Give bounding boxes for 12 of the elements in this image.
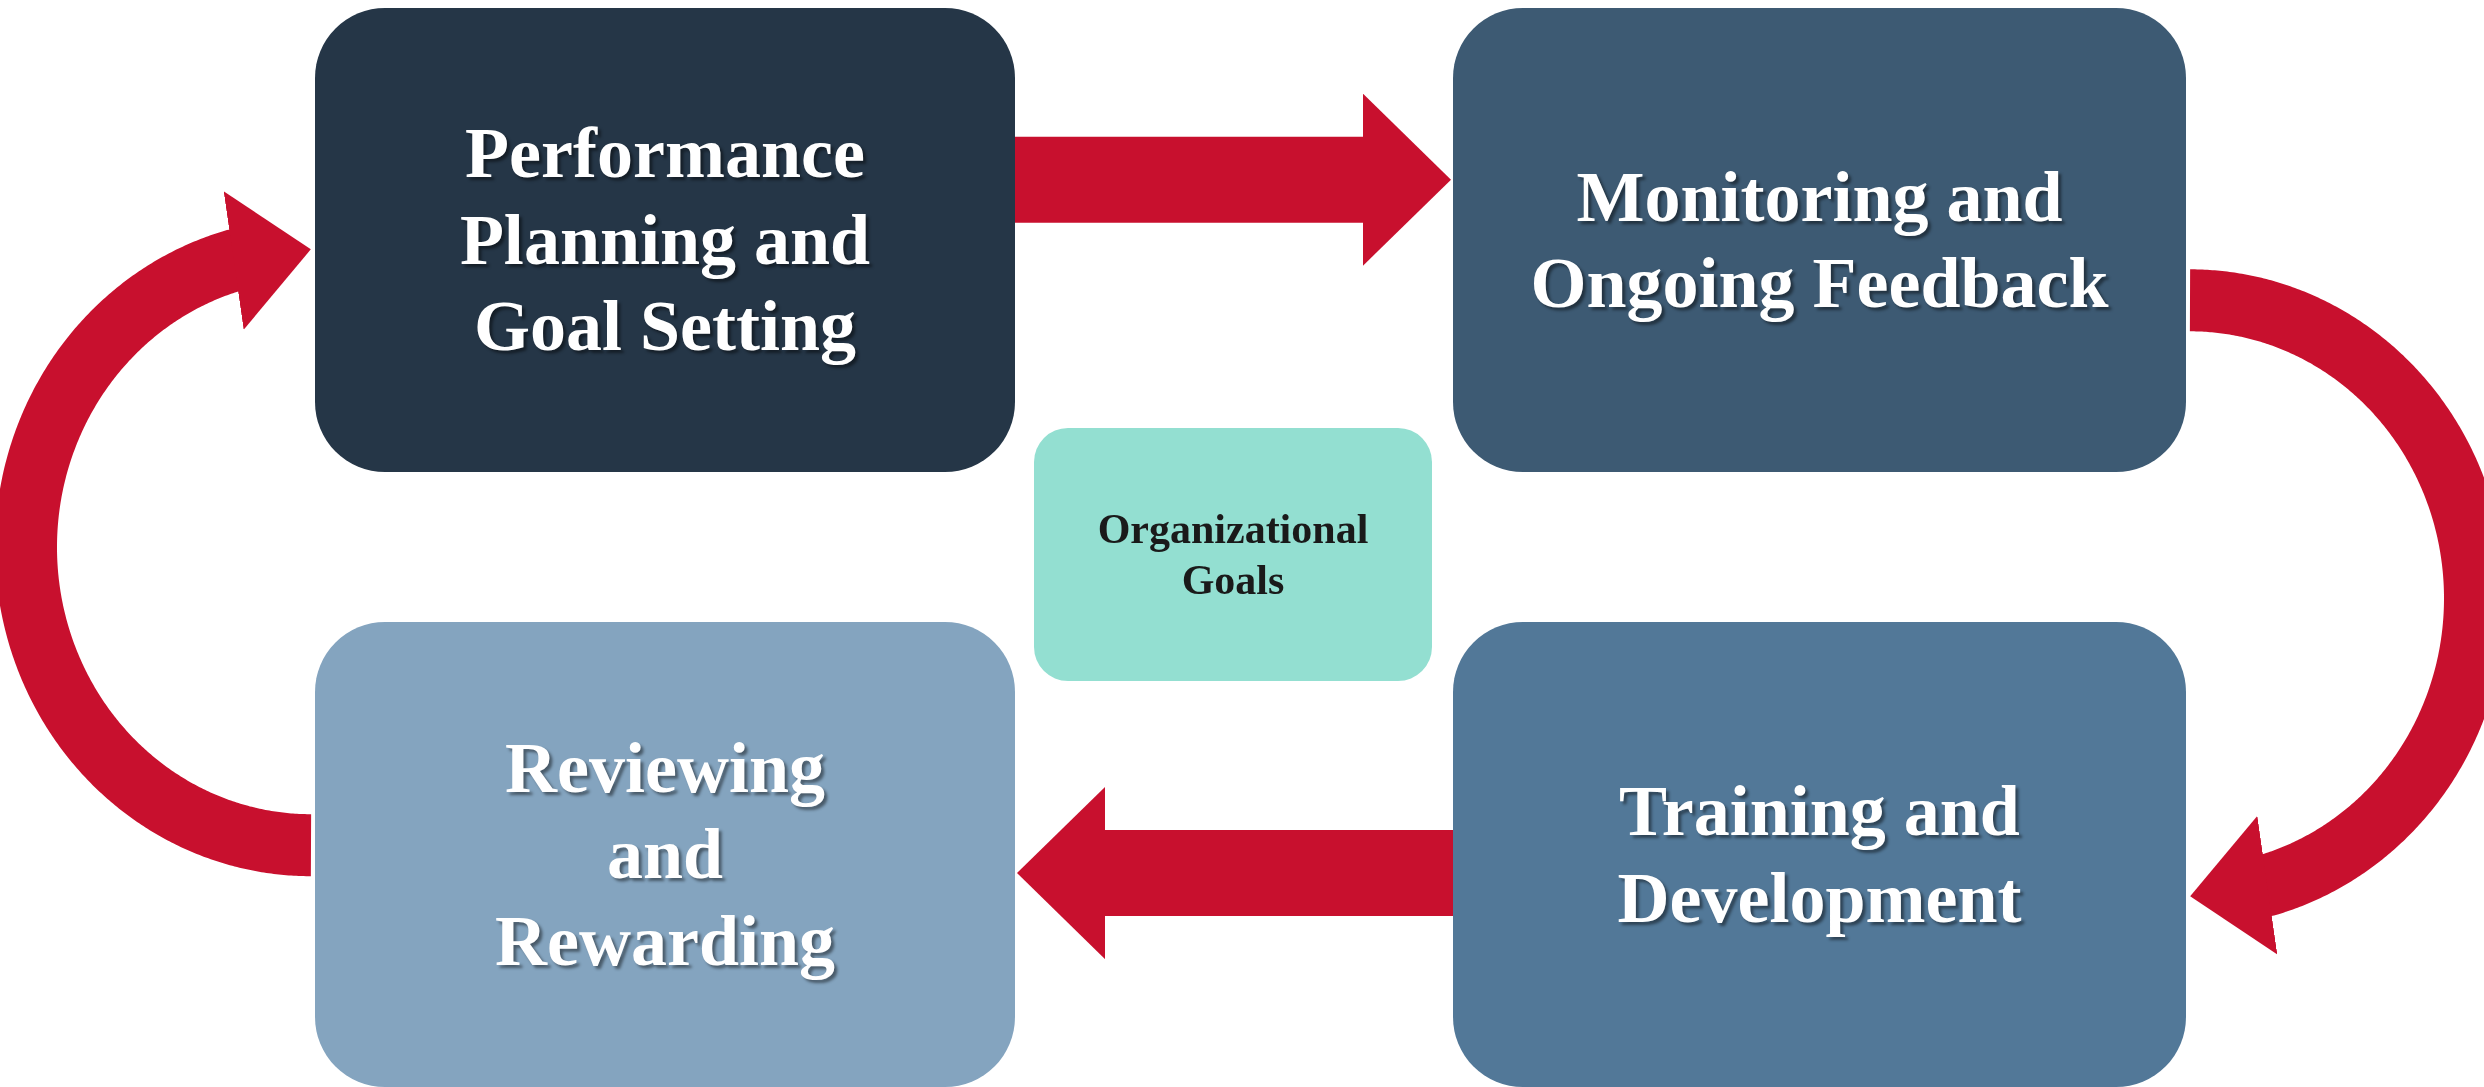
stage-label: Training and Development bbox=[1616, 770, 2023, 940]
stage-label: Reviewing and Rewarding bbox=[494, 726, 836, 983]
stage-box bbox=[315, 8, 1015, 472]
arrow bbox=[1015, 93, 1451, 266]
stage-label: Performance Planning and Goal Setting bbox=[458, 112, 872, 369]
stage-box bbox=[1453, 622, 2186, 1087]
stage-label: Organizational Goals bbox=[1096, 505, 1370, 605]
center-box bbox=[1034, 428, 1432, 681]
arrow bbox=[1017, 787, 1453, 960]
stage-box bbox=[1453, 8, 2186, 472]
stage-box bbox=[315, 622, 1015, 1087]
stage-label: Monitoring and Ongoing Feedback bbox=[1529, 155, 2110, 325]
